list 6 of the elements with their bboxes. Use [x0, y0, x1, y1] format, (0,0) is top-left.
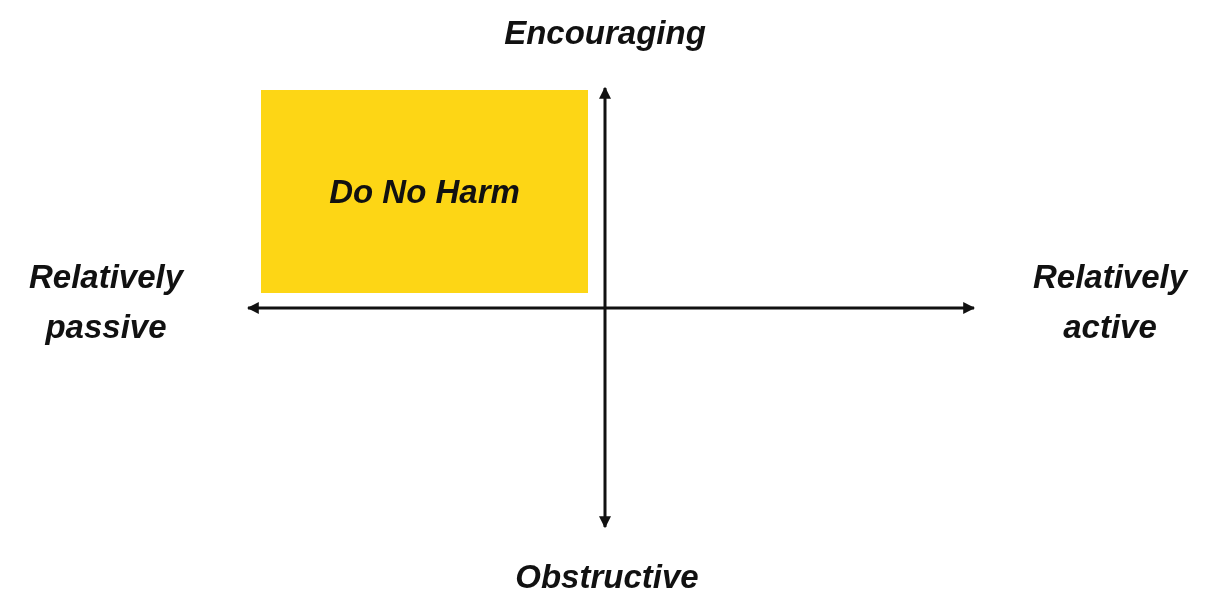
axis-label: Relatively passive [27, 257, 186, 347]
axis-label: Relatively active [1031, 257, 1190, 347]
quadrant-box [261, 90, 588, 293]
quadrant-label: Do No Harm [329, 172, 520, 211]
axis-label: Encouraging [503, 13, 707, 53]
axis-label: Obstructive [514, 557, 700, 591]
